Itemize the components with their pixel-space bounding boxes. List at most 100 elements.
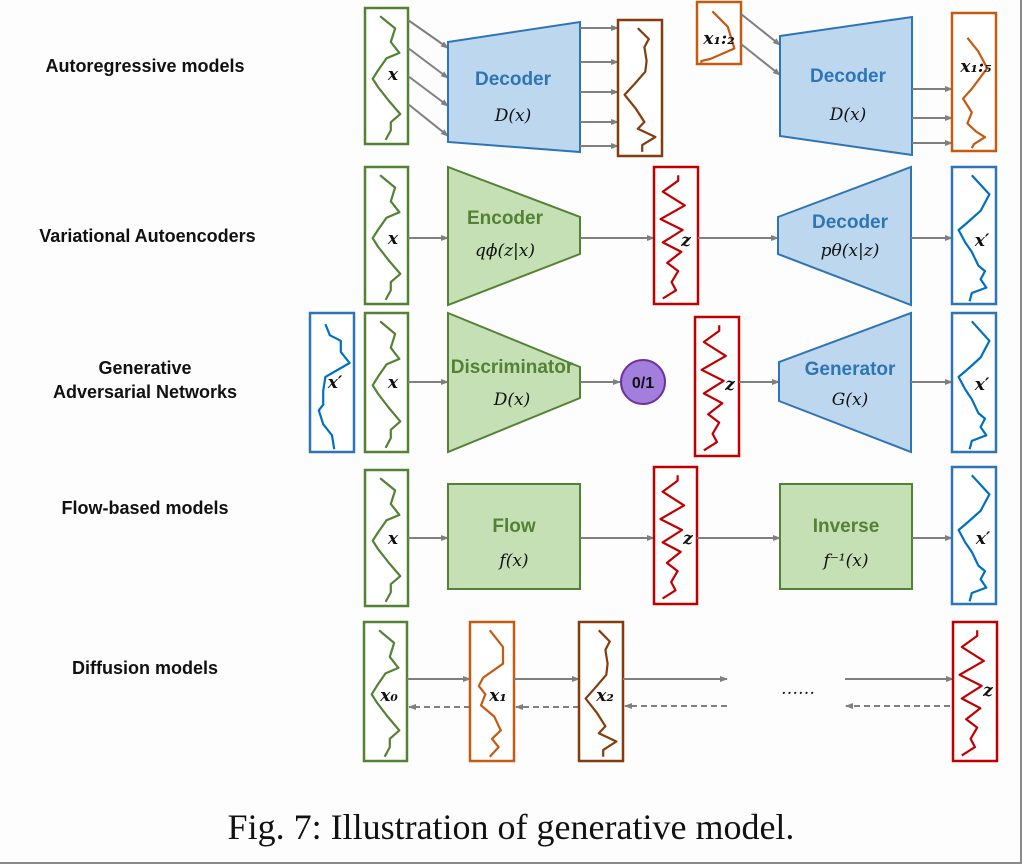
gan-output-x-prime: x′ (950, 311, 998, 454)
flow-input-x-frame (363, 468, 410, 608)
flow-block-formula: f(x) (497, 551, 528, 571)
flow-latent-z-frame (652, 465, 699, 606)
figure-caption: Fig. 7: Illustration of generative model… (227, 807, 795, 847)
ar-decoder-1-shape (447, 20, 581, 154)
ar-output-1 (616, 18, 664, 158)
vae-latent-z: z (652, 165, 700, 306)
diffusion-x1: x₁ (468, 620, 516, 763)
gan-real-x-prime-label: x′ (327, 373, 343, 393)
gan-real-x-prime-waveform (317, 323, 351, 450)
ar-in-arrow-3 (407, 103, 449, 137)
diffusion-x2-label: x₂ (595, 686, 614, 706)
vae-decoder-title: Decoder (812, 212, 889, 233)
flow-output-x-prime-label: x′ (975, 529, 991, 549)
row-label-diffusion: Diffusion models (71, 658, 218, 678)
flow-latent-z-waveform (659, 475, 686, 600)
gan-input-x-waveform (371, 320, 402, 449)
inverse-flow-block: Inverse f⁻¹(x) (779, 483, 913, 590)
ar-decoder-2-shape (779, 15, 913, 157)
ar-output-x15-waveform (961, 37, 989, 149)
vae-latent-z-label: z (680, 231, 691, 251)
inverse-flow-block-formula: f⁻¹(x) (822, 551, 869, 571)
ar-output-1-frame (616, 18, 664, 158)
vae-latent-z-waveform (659, 175, 686, 300)
gan-generator-shape (778, 311, 912, 454)
inverse-flow-block-title: Inverse (813, 516, 880, 537)
vae-output-x-prime-label: x′ (974, 231, 990, 251)
gan-noise-z-frame (693, 315, 741, 458)
gan-output-node-label: 0/1 (632, 375, 654, 392)
row-label-autoregressive: Autoregressive models (45, 56, 245, 76)
vae-input-x-waveform (371, 174, 402, 301)
diffusion-noise-z-frame (951, 620, 999, 763)
vae-input-x: x (363, 165, 410, 306)
row-label-vae: Variational Autoencoders (39, 226, 256, 246)
flow-input-x-label: x (387, 529, 399, 549)
vae-decoder-formula: pθ(x|z) (821, 241, 880, 261)
row-label-gan: Generative Adversarial Networks (20, 356, 270, 404)
diffusion-x0-label: x₀ (379, 686, 398, 706)
ar-output-1-waveform (623, 27, 657, 152)
gan-noise-z-waveform (700, 325, 727, 452)
ar-output-x15: x₁:₅ (950, 11, 998, 153)
vae-encoder-shape (447, 165, 581, 307)
row-label-gan-line1: Generative (98, 358, 192, 378)
ar-input-x-frame (363, 6, 410, 146)
flow-output-x-prime: x′ (950, 465, 998, 606)
vae-input-x-label: x (387, 229, 399, 249)
diffusion-x2: x₂ (577, 620, 625, 763)
flow-output-x-prime-frame (950, 465, 998, 606)
ar-in2-arrow-0 (740, 13, 781, 46)
diffusion-x2-frame (577, 620, 625, 763)
gan-output-x-prime-label: x′ (974, 375, 990, 395)
vae-encoder-title: Encoder (467, 208, 544, 229)
diffusion-noise-z: z (951, 620, 999, 763)
ar-input-x: x (363, 6, 410, 146)
ar-input-x-waveform (371, 15, 402, 141)
vae-decoder: Decoder pθ(x|z) (777, 165, 912, 307)
gan-output-x-prime-frame (950, 311, 998, 454)
row-label-gan-line2: Adversarial Networks (52, 382, 238, 402)
gan-discriminator-shape (447, 311, 581, 454)
ar-input-x12-label: x₁:₂ (702, 29, 734, 49)
gan-input-x: x (363, 311, 410, 454)
ar-decoder-1-formula: D(x) (494, 106, 531, 126)
diffusion-x0-waveform (370, 629, 401, 758)
gan-input-x-label: x (387, 373, 399, 393)
ar-output-x15-label: x₁:₅ (959, 57, 991, 77)
diffusion-x0-frame (362, 620, 409, 763)
gan-real-x-prime: x′ (308, 311, 356, 454)
gan-discriminator-title: Discriminator (451, 357, 574, 378)
vae-encoder-formula: qϕ(z|x) (475, 241, 535, 261)
vae-output-x-prime-waveform (957, 174, 991, 302)
ar-input-x12-waveform (700, 10, 736, 64)
flow-block: Flow f(x) (447, 483, 581, 590)
flow-block-shape (447, 483, 581, 590)
diffusion-x2-waveform (584, 629, 618, 757)
flow-block-title: Flow (492, 516, 535, 537)
inverse-flow-block-shape (779, 483, 913, 590)
diffusion-x1-waveform (477, 629, 505, 758)
row-label-flow: Flow-based models (61, 498, 229, 518)
flow-output-x-prime-waveform (957, 474, 991, 602)
flow-input-x: x (363, 468, 410, 608)
ar-in-arrow-0 (407, 19, 449, 49)
gan-noise-z-label: z (724, 375, 735, 395)
vae-output-x-prime-frame (950, 165, 998, 306)
ar-in2-arrow-1 (740, 43, 781, 76)
gan-input-x-frame (363, 311, 410, 454)
ar-decoder-2-formula: D(x) (829, 105, 866, 125)
diffusion-x0: x₀ (362, 620, 409, 763)
gan-generator-title: Generator (805, 359, 896, 380)
ar-in-arrow-2 (407, 75, 449, 107)
gan-discriminator-formula: D(x) (493, 390, 530, 410)
gan-output-node (620, 359, 666, 405)
ar-input-x12-frame (695, 0, 743, 66)
ar-decoder-1-title: Decoder (475, 69, 552, 90)
